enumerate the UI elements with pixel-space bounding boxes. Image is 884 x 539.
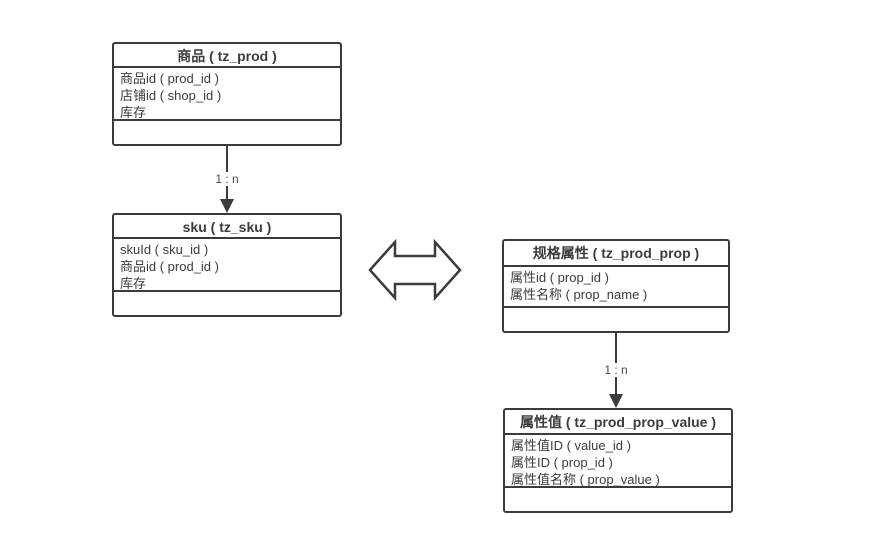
down-arrow-icon (220, 199, 234, 213)
connector-prop-to-value: 1 : n (601, 333, 631, 408)
entity-table-title: sku ( tz_sku ) (114, 215, 340, 240)
field-prod-id: 商品id ( prod_id ) (120, 71, 219, 87)
field-stock: 库存 (120, 276, 147, 290)
field-prop-id: 属性ID ( prop_id ) (511, 454, 613, 470)
entity-table-empty-section (114, 290, 340, 315)
down-arrow-icon (609, 394, 623, 408)
double-arrow-icon (368, 238, 462, 302)
entity-table-prod: 商品 ( tz_prod ) 商品id ( prod_id ) 店铺id ( s… (112, 42, 342, 146)
entity-table-sku: sku ( tz_sku ) skuId ( sku_id ) 商品id ( p… (112, 213, 342, 317)
entity-table-title: 规格属性 ( tz_prod_prop ) (504, 241, 728, 267)
field-prop-id: 属性id ( prop_id ) (510, 270, 609, 285)
entity-table-fields: 商品id ( prod_id ) 店铺id ( shop_id ) 库存 (114, 68, 340, 119)
field-value-id: 属性值ID ( value_id ) (511, 437, 631, 453)
entity-table-fields: 属性值ID ( value_id ) 属性ID ( prop_id ) 属性值名… (505, 435, 731, 486)
entity-table-fields: skuId ( sku_id ) 商品id ( prod_id ) 库存 (114, 239, 340, 290)
connector-prod-to-sku: 1 : n (212, 146, 242, 213)
field-stock: 库存 (120, 105, 147, 119)
entity-table-empty-section (505, 486, 731, 511)
field-prop-name: 属性名称 ( prop_name ) (510, 287, 648, 302)
entity-table-empty-section (114, 119, 340, 144)
entity-table-fields: 属性id ( prop_id ) 属性名称 ( prop_name ) (504, 267, 728, 306)
cardinality-label: 1 : n (212, 172, 242, 186)
field-shop-id: 店铺id ( shop_id ) (120, 88, 222, 104)
entity-table-title: 属性值 ( tz_prod_prop_value ) (505, 410, 731, 435)
entity-table-prod-prop: 规格属性 ( tz_prod_prop ) 属性id ( prop_id ) 属… (502, 239, 730, 333)
entity-table-title: 商品 ( tz_prod ) (114, 44, 340, 69)
cardinality-label: 1 : n (601, 363, 631, 377)
field-prod-id: 商品id ( prod_id ) (120, 259, 219, 275)
field-prop-value: 属性值名称 ( prop_value ) (511, 471, 660, 486)
entity-table-empty-section (504, 306, 728, 331)
field-sku-id: skuId ( sku_id ) (120, 242, 209, 258)
entity-table-prod-prop-value: 属性值 ( tz_prod_prop_value ) 属性值ID ( value… (503, 408, 733, 513)
